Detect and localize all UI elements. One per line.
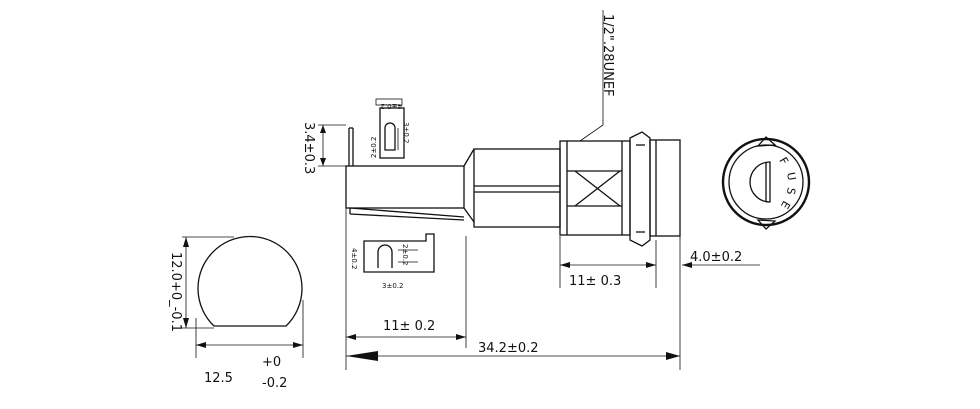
body-length-label: 11± 0.2 <box>383 319 435 334</box>
end-tol-plus-label: +0 <box>262 355 281 370</box>
cap-front-view: F U S E <box>721 136 811 230</box>
cap-letter-s: S <box>784 186 798 195</box>
terminal-detail-top: 4±0.2 3±0.2 2±0.2 <box>370 98 410 159</box>
cap-letter-f: F <box>776 155 790 167</box>
thread-spec-label: 1/2".28UNEF <box>600 14 615 97</box>
bottom-dimensions: 11± 0.3 4.0±0.2 11± 0.2 34.2±0.2 <box>345 208 760 370</box>
thread-length-label: 11± 0.3 <box>569 274 621 289</box>
terminal-height-label: 3.4±0.3 <box>301 122 316 174</box>
cap-letter-e: E <box>778 199 793 212</box>
terminal-side-h-label: 3±0.2 <box>382 282 403 290</box>
cap-length-label: 4.0±0.2 <box>690 250 742 265</box>
terminal-top-h-label: 3±0.2 <box>402 122 410 143</box>
terminal-detail-side: 4±0.2 3±0.2 2±0.2 <box>350 233 435 290</box>
cap-letter-u: U <box>784 171 798 181</box>
terminal-top-slot-label: 2±0.2 <box>370 137 378 158</box>
terminal-height-dim: 3.4±0.3 <box>301 122 346 174</box>
terminal-top-w-label: 4±0.2 <box>381 102 402 110</box>
terminal-side-w-label: 4±0.2 <box>350 248 358 269</box>
end-tol-minus-label: -0.2 <box>262 376 287 391</box>
end-view: 12.5 +0 -0.2 12.0+0_-0.1 <box>168 235 304 391</box>
terminal-side-slot-label: 2±0.2 <box>401 244 409 265</box>
side-view: 1/2".28UNEF <box>345 10 681 247</box>
end-width-label: 12.5 <box>204 371 233 386</box>
total-length-label: 34.2±0.2 <box>478 341 539 356</box>
end-height-label: 12.0+0_-0.1 <box>168 252 183 332</box>
